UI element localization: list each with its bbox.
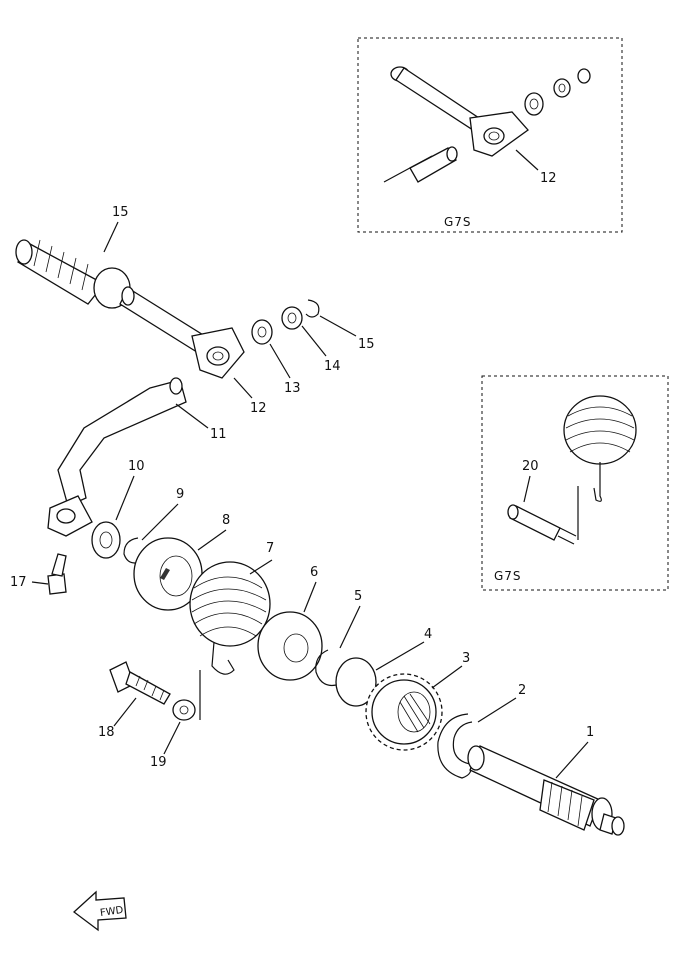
leader-9 (141, 503, 179, 541)
inset-top-label: G7S (444, 215, 472, 229)
inset-right-frame (481, 375, 669, 591)
leader-16 (103, 221, 119, 253)
leader-3 (431, 665, 463, 689)
callout-14: 14 (324, 359, 341, 374)
leader-5 (339, 605, 361, 649)
callout-12-inset: 12 (540, 171, 557, 186)
callout-6: 6 (310, 565, 318, 580)
leader-15 (319, 315, 357, 337)
seal-10 (91, 521, 121, 559)
spring-cover-6 (257, 611, 323, 681)
inset-right-spring (563, 395, 637, 502)
bolt-17 (47, 553, 67, 595)
kick-grip-16 (15, 239, 131, 309)
spring-guide-8 (133, 537, 203, 611)
inset-top-washers (524, 68, 591, 116)
circlip-9 (123, 537, 141, 564)
leader-10 (115, 475, 135, 521)
callout-20: 20 (522, 459, 539, 474)
callout-16: 15 (112, 205, 129, 220)
kick-arm-12 (119, 286, 245, 379)
leader-11 (175, 403, 209, 429)
inset-top-frame (357, 37, 623, 233)
callout-5: 5 (354, 589, 362, 604)
callout-17: 17 (10, 575, 27, 590)
leader-6 (303, 581, 317, 613)
callout-12: 12 (250, 401, 267, 416)
leader-13 (269, 343, 291, 379)
callout-1: 1 (586, 725, 594, 740)
callout-3: 3 (462, 651, 470, 666)
fwd-arrow: FWD (72, 890, 127, 932)
callout-8: 8 (222, 513, 230, 528)
callout-15: 15 (358, 337, 375, 352)
leader-14 (301, 325, 327, 357)
inset-right-pin (507, 486, 579, 545)
leader-8 (197, 529, 227, 551)
callout-13: 13 (284, 381, 301, 396)
callout-11: 11 (210, 427, 227, 442)
leader-19 (163, 721, 181, 755)
leader-2 (477, 697, 517, 723)
kick-axle-1 (467, 745, 625, 836)
leader-4 (375, 641, 425, 671)
inset-right-label: G7S (494, 569, 522, 583)
kick-gear-3 (365, 673, 443, 751)
leader-12-inset (515, 149, 539, 171)
leader-18 (113, 697, 137, 727)
callout-2: 2 (518, 683, 526, 698)
callout-18: 18 (98, 725, 115, 740)
callout-19: 19 (150, 755, 167, 770)
leader-12 (233, 377, 253, 399)
leader-7 (249, 559, 273, 575)
seal-13-washer-14-clip-15 (251, 299, 320, 345)
callout-4: 4 (424, 627, 432, 642)
leader-20 (523, 475, 531, 503)
bolt-18 (109, 661, 171, 705)
nut-19 (172, 670, 201, 721)
inset-top-crank-lever (383, 66, 529, 183)
ring-4 (335, 657, 377, 707)
kick-crank-11 (47, 377, 187, 537)
circlip-5 (315, 649, 341, 687)
callout-9: 9 (176, 487, 184, 502)
fwd-label: FWD (99, 905, 124, 919)
callout-10: 10 (128, 459, 145, 474)
torsion-spring-7 (189, 561, 271, 675)
clip-2 (437, 713, 473, 779)
callout-7: 7 (266, 541, 274, 556)
leader-17 (31, 581, 49, 585)
leader-1 (555, 741, 589, 779)
